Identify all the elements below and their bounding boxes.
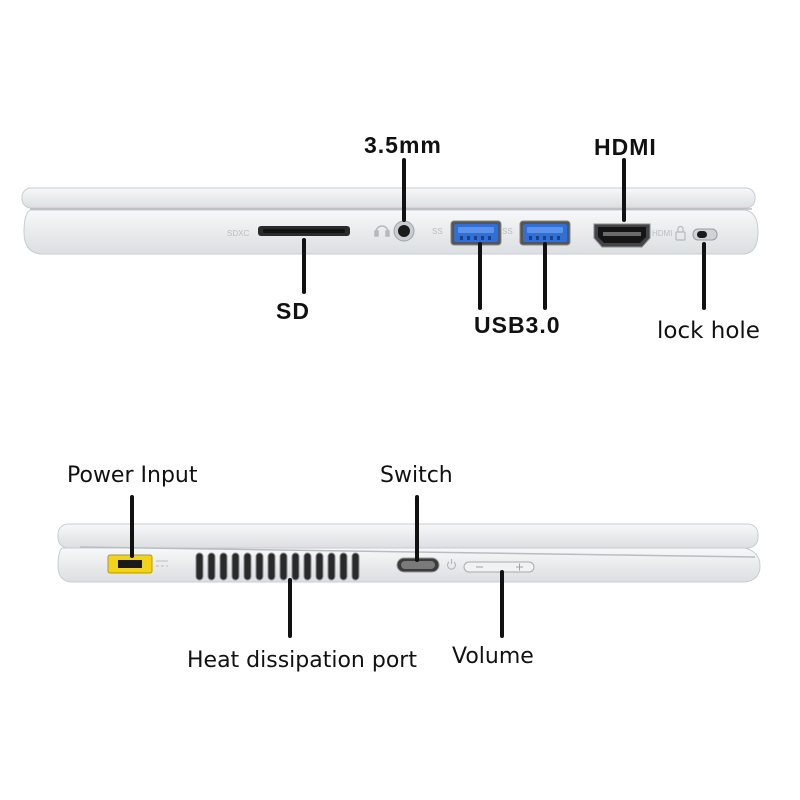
hdmi-etched-label: HDMI — [652, 229, 672, 238]
audio-jack-port — [393, 220, 415, 242]
bottom-leader-lines — [130, 495, 504, 638]
label-3-5mm: 3.5mm — [364, 132, 442, 158]
label-usb3: USB3.0 — [474, 312, 561, 338]
label-sd: SD — [276, 298, 310, 324]
label-power-input: Power Input — [67, 463, 198, 488]
label-volume: Volume — [452, 644, 534, 669]
lock-hole-opening — [697, 231, 707, 238]
usb-port-1 — [450, 220, 502, 246]
headphone-icon — [374, 225, 390, 237]
heat-vents — [195, 552, 360, 581]
ss-etched-label-1: SS — [432, 227, 443, 236]
top-laptop-side-view: SDXC SS SS — [21, 187, 759, 255]
label-heat-dissipation-port: Heat dissipation port — [187, 648, 417, 673]
bottom-laptop-side-view — [57, 523, 761, 583]
volume-rocker — [463, 561, 535, 573]
top-leader-lines — [302, 158, 706, 310]
label-switch: Switch — [380, 463, 453, 488]
top-base — [23, 209, 759, 255]
label-hdmi: HDMI — [594, 134, 657, 160]
usb-port-2 — [519, 220, 571, 246]
bottom-lid — [57, 523, 759, 549]
dc-symbol-icon — [156, 560, 168, 567]
sd-card-slot — [258, 226, 350, 236]
power-input-port — [107, 554, 153, 574]
hdmi-port — [593, 223, 651, 248]
sdxc-etched-label: SDXC — [227, 229, 249, 238]
power-switch — [396, 557, 440, 573]
lock-icon — [675, 225, 686, 241]
label-lock-hole: lock hole — [657, 318, 760, 344]
top-lid — [21, 187, 756, 209]
ss-etched-label-2: SS — [502, 227, 513, 236]
power-icon — [446, 559, 457, 570]
